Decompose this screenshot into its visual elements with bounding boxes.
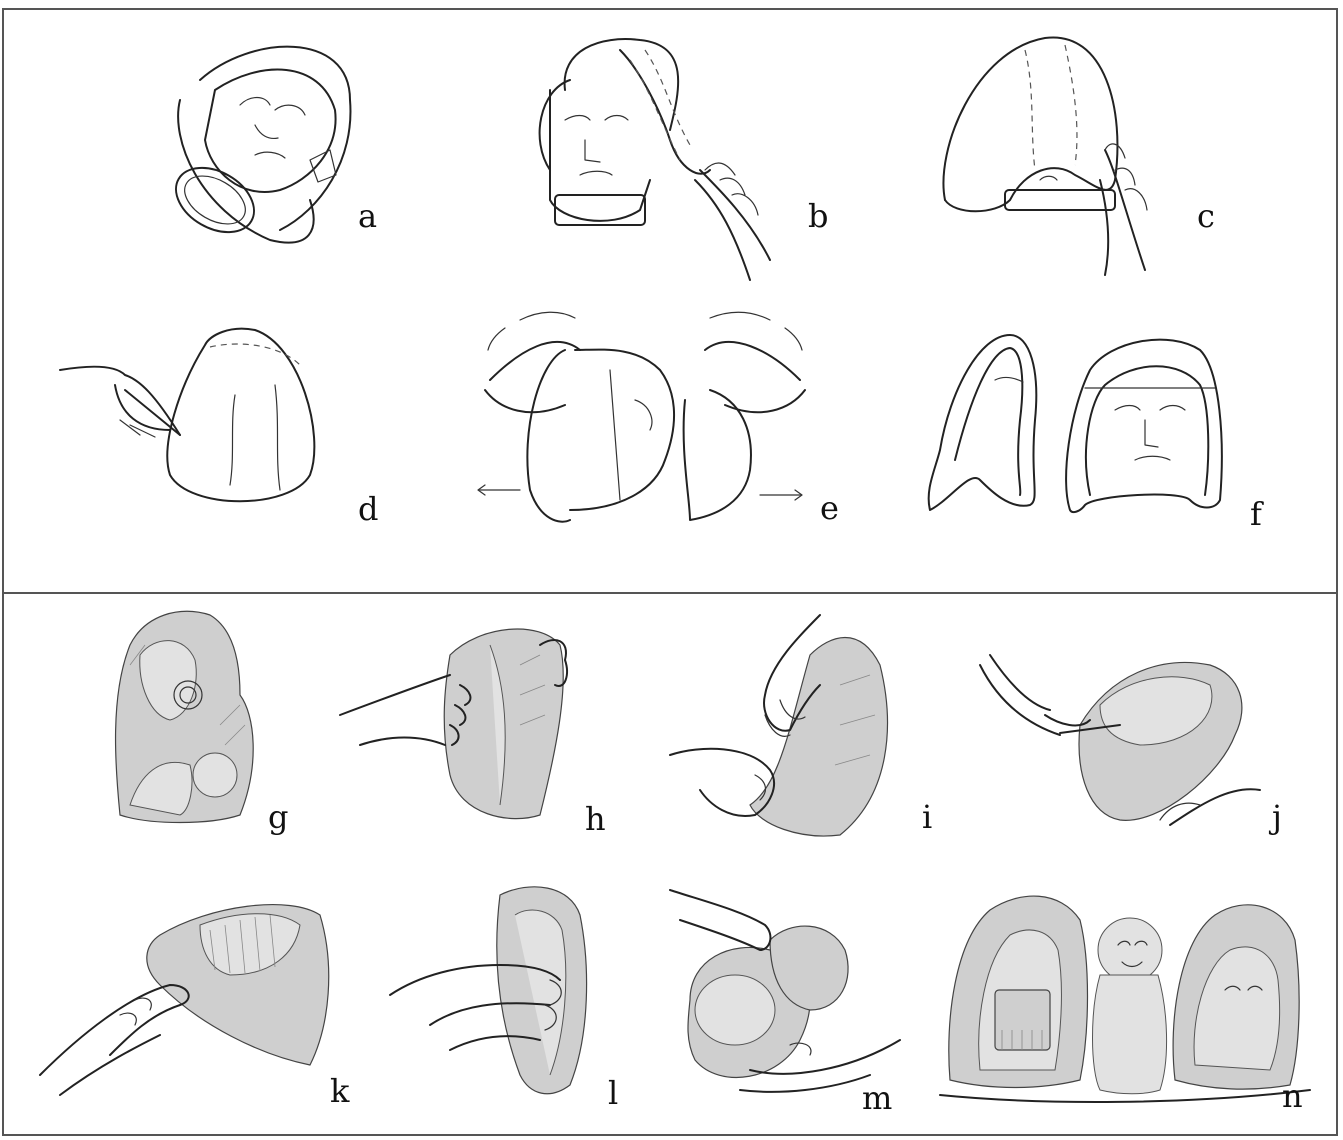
section-divider (2, 592, 1338, 594)
illustration-d-cutting-mold: d (60, 325, 390, 525)
illustration-j-trimming-edge: j (970, 615, 1300, 835)
label-j: j (1272, 801, 1282, 833)
label-m: m (862, 1082, 892, 1114)
illustration-m-joining-halves: m (650, 880, 920, 1115)
illustration-k-smoothing-mold: k (40, 875, 360, 1115)
label-i: i (922, 801, 932, 833)
illustration-g-figurine-original: g (100, 605, 300, 835)
label-l: l (608, 1077, 618, 1109)
illustration-f-finished-mold-halves: f (920, 330, 1290, 530)
label-b: b (808, 200, 828, 232)
label-c: c (1197, 200, 1215, 232)
illustration-l-holding-mold-half: l (390, 875, 650, 1115)
label-d: d (358, 493, 378, 525)
label-e: e (820, 492, 839, 524)
illustration-a-mold-head-tilted: a (160, 40, 390, 250)
illustration-c-covering-head: c (935, 30, 1235, 290)
illustration-e-separating-halves: e (460, 310, 850, 530)
label-a: a (358, 200, 377, 232)
illustration-b-applying-clay: b (520, 30, 840, 290)
illustration-h-pressing-clay-slab: h (340, 605, 620, 835)
label-f: f (1250, 498, 1262, 530)
label-n: n (1282, 1080, 1303, 1112)
illustration-i-pressing-into-mold: i (660, 605, 950, 845)
label-g: g (268, 801, 288, 833)
label-k: k (330, 1075, 349, 1107)
label-h: h (585, 803, 606, 835)
illustration-n-mold-halves-and-figurine: n (940, 880, 1310, 1115)
